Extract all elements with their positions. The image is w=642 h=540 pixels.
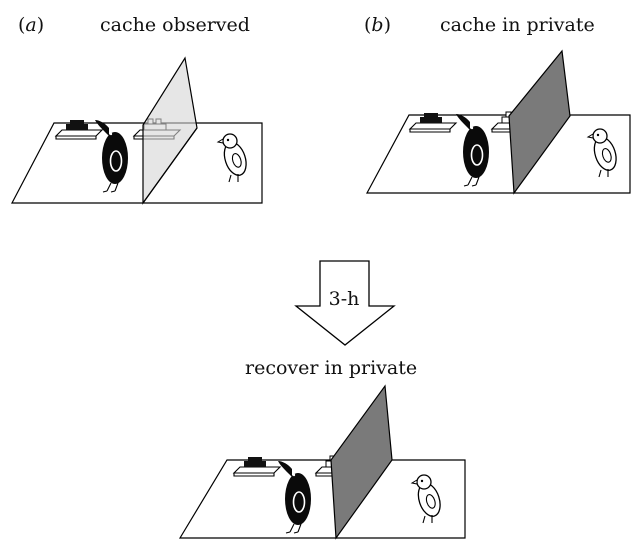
arena-floor	[178, 459, 466, 539]
barrier-icon	[330, 384, 393, 540]
panel-a-caption: cache observed	[100, 14, 250, 36]
time-arrow: 3-h	[294, 260, 396, 346]
panel-b-letter: (b)	[364, 14, 391, 36]
arrow-label: 3-h	[329, 288, 360, 310]
panel-b-letter-text: b	[371, 14, 383, 36]
panel-c: recover in private	[178, 357, 466, 540]
arena-floor	[365, 114, 631, 194]
panel-a-letter-text: a	[25, 14, 36, 36]
panel-c-caption: recover in private	[245, 357, 417, 379]
down-arrow-icon	[294, 260, 396, 346]
barrier-icon	[508, 49, 571, 195]
panel-b: (b) cache in private	[364, 14, 631, 195]
panel-a: (a) cache observed	[11, 14, 263, 205]
panel-a-letter: (a)	[18, 14, 44, 36]
panel-b-caption: cache in private	[440, 14, 595, 36]
arena-floor	[11, 122, 263, 204]
